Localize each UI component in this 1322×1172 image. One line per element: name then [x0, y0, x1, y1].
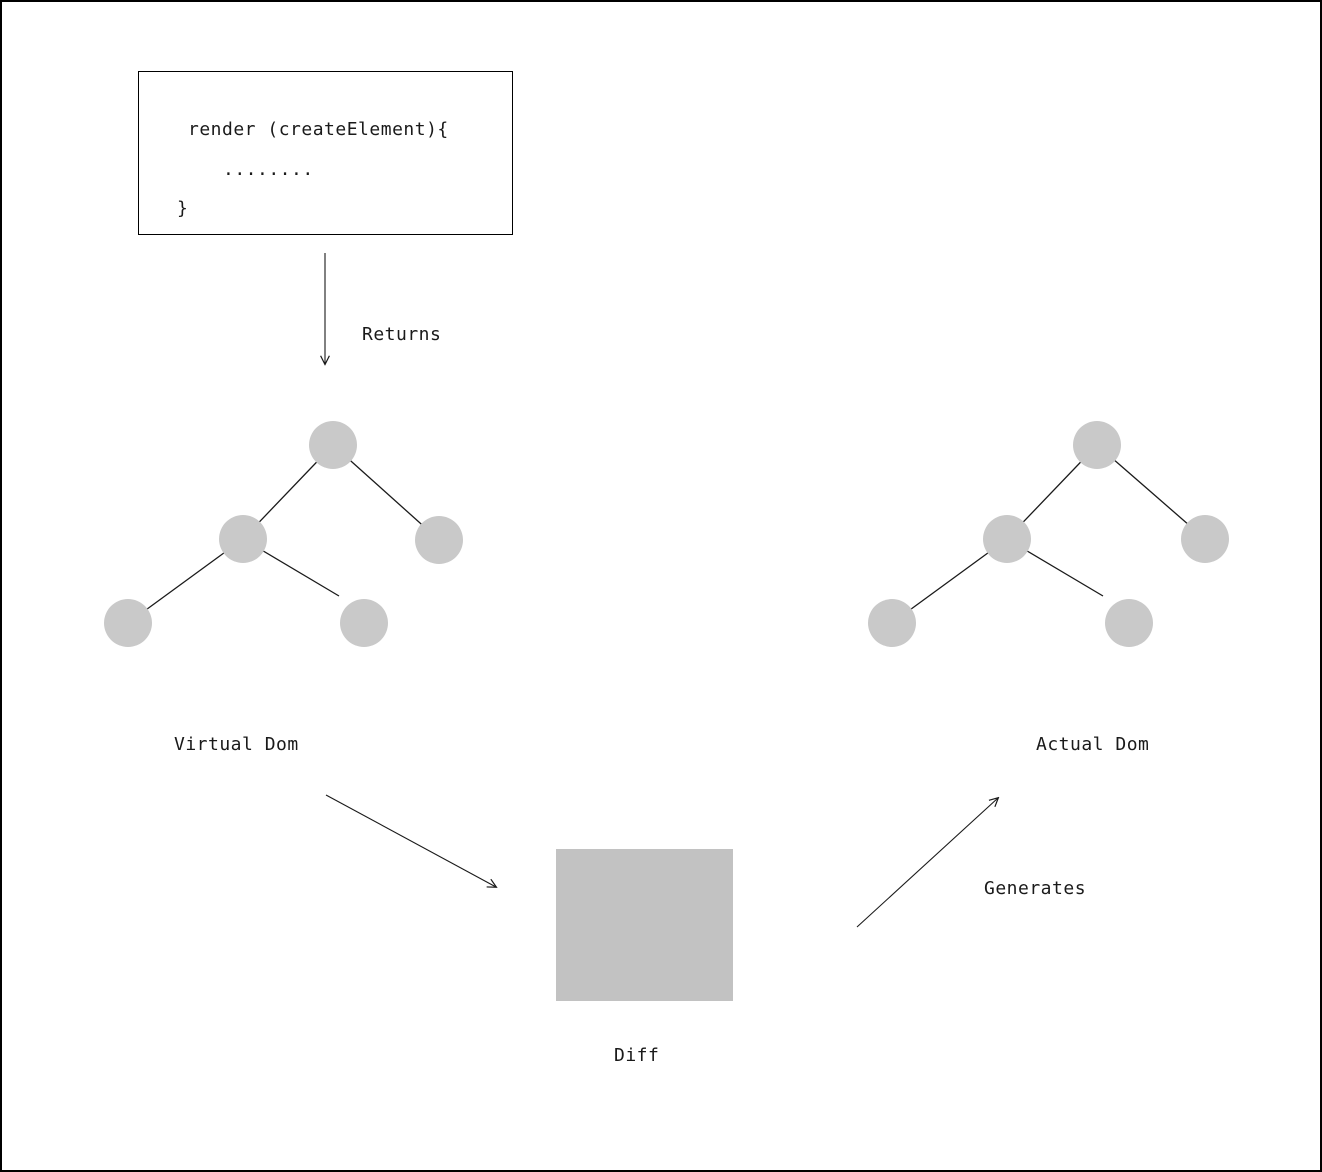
virtual-dom-node-right-child	[415, 516, 463, 564]
actual-dom-node-leaf-right	[1105, 599, 1153, 647]
generates-label: Generates	[984, 878, 1087, 899]
virtual-dom-to-diff-arrow	[325, 794, 496, 887]
actual-dom-tree-edges	[891, 444, 1206, 624]
actual-dom-node-left-child	[983, 515, 1031, 563]
virtual-dom-node-root	[309, 421, 357, 469]
virtual-dom-tree-edges	[127, 444, 440, 624]
virtual-dom-node-leaf-left	[104, 599, 152, 647]
code-line-brace: }	[177, 198, 189, 219]
diff-to-actual-dom-arrow	[856, 798, 998, 928]
diff-label: Diff	[614, 1045, 660, 1066]
virtual-dom-label: Virtual Dom	[174, 734, 299, 755]
virtual-dom-node-left-child	[219, 515, 267, 563]
actual-dom-node-right-child	[1181, 515, 1229, 563]
actual-dom-label: Actual Dom	[1036, 734, 1150, 755]
actual-dom-node-leaf-left	[868, 599, 916, 647]
code-line-dots: ........	[223, 159, 314, 180]
virtual-dom-node-leaf-right	[340, 599, 388, 647]
diff-box	[556, 849, 733, 1001]
code-line-render: render (createElement){	[188, 119, 449, 140]
actual-dom-node-root	[1073, 421, 1121, 469]
render-code-box: render (createElement){ ........ }	[138, 71, 513, 235]
returns-label: Returns	[362, 324, 442, 345]
